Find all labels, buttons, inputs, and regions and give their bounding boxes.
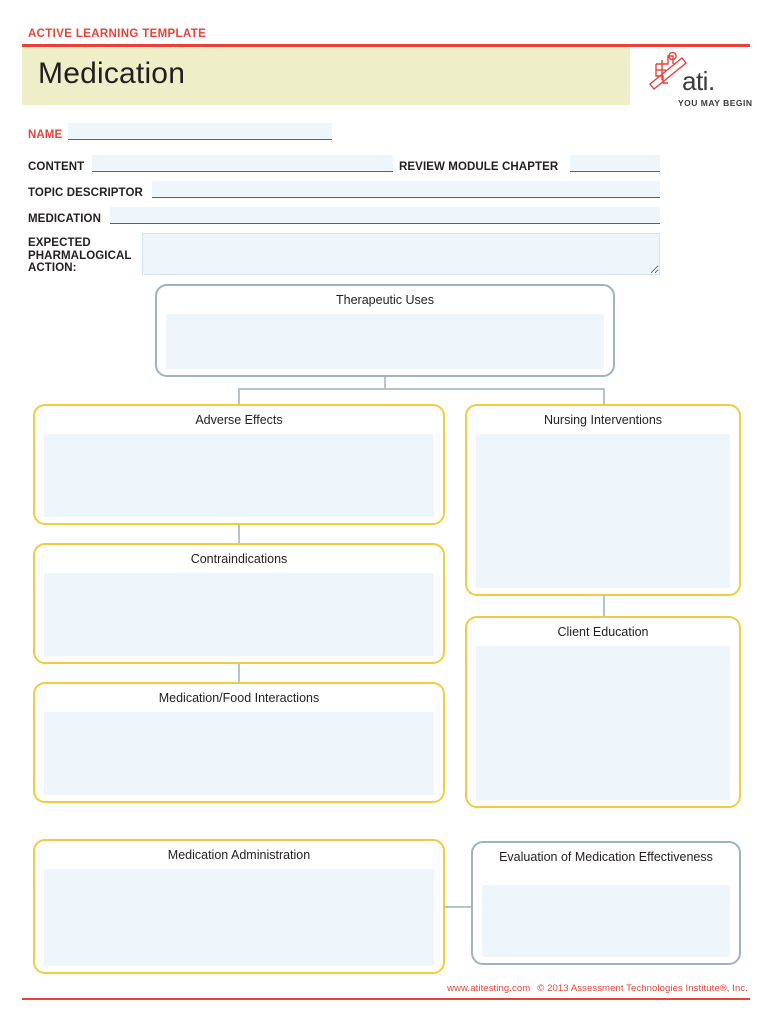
node-title-contraindications: Contraindications (190, 552, 288, 566)
ati-star-runner-icon (649, 51, 687, 90)
expected-pharmalogical-action-label: EXPECTED PHARMALOGICAL ACTION: (28, 237, 132, 274)
node-client-education: Client Education (465, 616, 741, 808)
topic-descriptor-label: TOPIC DESCRIPTOR (28, 187, 143, 199)
node-title-nursing-interventions: Nursing Interventions (543, 413, 663, 427)
connector-bus-to-adverse-effects (238, 388, 240, 404)
ati-logo: ati. YOU MAY BEGIN (642, 50, 752, 110)
node-title-medication-administration: Medication Administration (167, 848, 311, 862)
node-title-medication-food-interactions: Medication/Food Interactions (158, 691, 320, 705)
page-title: Medication (38, 57, 186, 90)
node-contraindications: Contraindications (33, 543, 445, 664)
review-module-chapter-label: REVIEW MODULE CHAPTER (399, 161, 559, 173)
node-title-adverse-effects: Adverse Effects (195, 413, 283, 427)
node-nursing-interventions: Nursing Interventions (465, 404, 741, 596)
footer: www.atitesting.com © 2013 Assessment Tech… (447, 983, 748, 994)
footer-rule (22, 998, 750, 1000)
ati-tagline: YOU MAY BEGIN (678, 98, 753, 108)
name-input[interactable] (68, 123, 332, 140)
node-medication-administration: Medication Administration (33, 839, 445, 974)
node-adverse-effects: Adverse Effects (33, 404, 445, 525)
content-label: CONTENT (28, 161, 85, 173)
node-field-contraindications[interactable] (44, 573, 434, 656)
node-evaluation-of-medication-effectiveness: Evaluation of Medication Effectiveness (471, 841, 741, 965)
node-field-nursing-interventions[interactable] (476, 434, 730, 588)
node-medication-food-interactions: Medication/Food Interactions (33, 682, 445, 803)
connector-adverse-to-contraindications (238, 525, 240, 543)
node-field-client-education[interactable] (476, 646, 730, 800)
node-therapeutic-uses: Therapeutic Uses (155, 284, 615, 377)
node-field-medication-administration[interactable] (44, 869, 434, 966)
connector-therapeutic-to-bus (384, 377, 386, 389)
title-band (22, 47, 630, 105)
ati-wordmark: ati. (682, 66, 715, 96)
topic-descriptor-input[interactable] (152, 181, 660, 198)
medication-input[interactable] (110, 207, 660, 224)
connector-nursing-to-client-education (603, 596, 605, 616)
node-field-medication-food-interactions[interactable] (44, 712, 434, 795)
footer-website[interactable]: www.atitesting.com (447, 983, 531, 994)
template-eyebrow-label: ACTIVE LEARNING TEMPLATE (28, 28, 207, 40)
expected-pharmalogical-action-input[interactable] (142, 233, 660, 275)
connector-bus-horizontal (238, 388, 604, 390)
connector-bus-to-nursing-interventions (603, 388, 605, 404)
review-module-chapter-input[interactable] (570, 155, 660, 172)
footer-copyright: © 2013 Assessment Technologies Institute… (537, 983, 748, 994)
node-field-adverse-effects[interactable] (44, 434, 434, 517)
content-input[interactable] (92, 155, 393, 172)
header-top-rule (22, 44, 750, 47)
medication-label: MEDICATION (28, 213, 101, 225)
node-title-evaluation-of-medication-effectiveness: Evaluation of Medication Effectiveness (499, 850, 713, 864)
node-title-client-education: Client Education (557, 625, 649, 639)
connector-administration-to-evaluation (445, 906, 473, 908)
node-title-therapeutic-uses: Therapeutic Uses (336, 293, 434, 307)
name-label: NAME (28, 129, 63, 141)
connector-contraindications-to-interactions (238, 664, 240, 682)
node-field-evaluation-of-medication-effectiveness[interactable] (482, 885, 730, 957)
node-field-therapeutic-uses[interactable] (166, 314, 604, 369)
